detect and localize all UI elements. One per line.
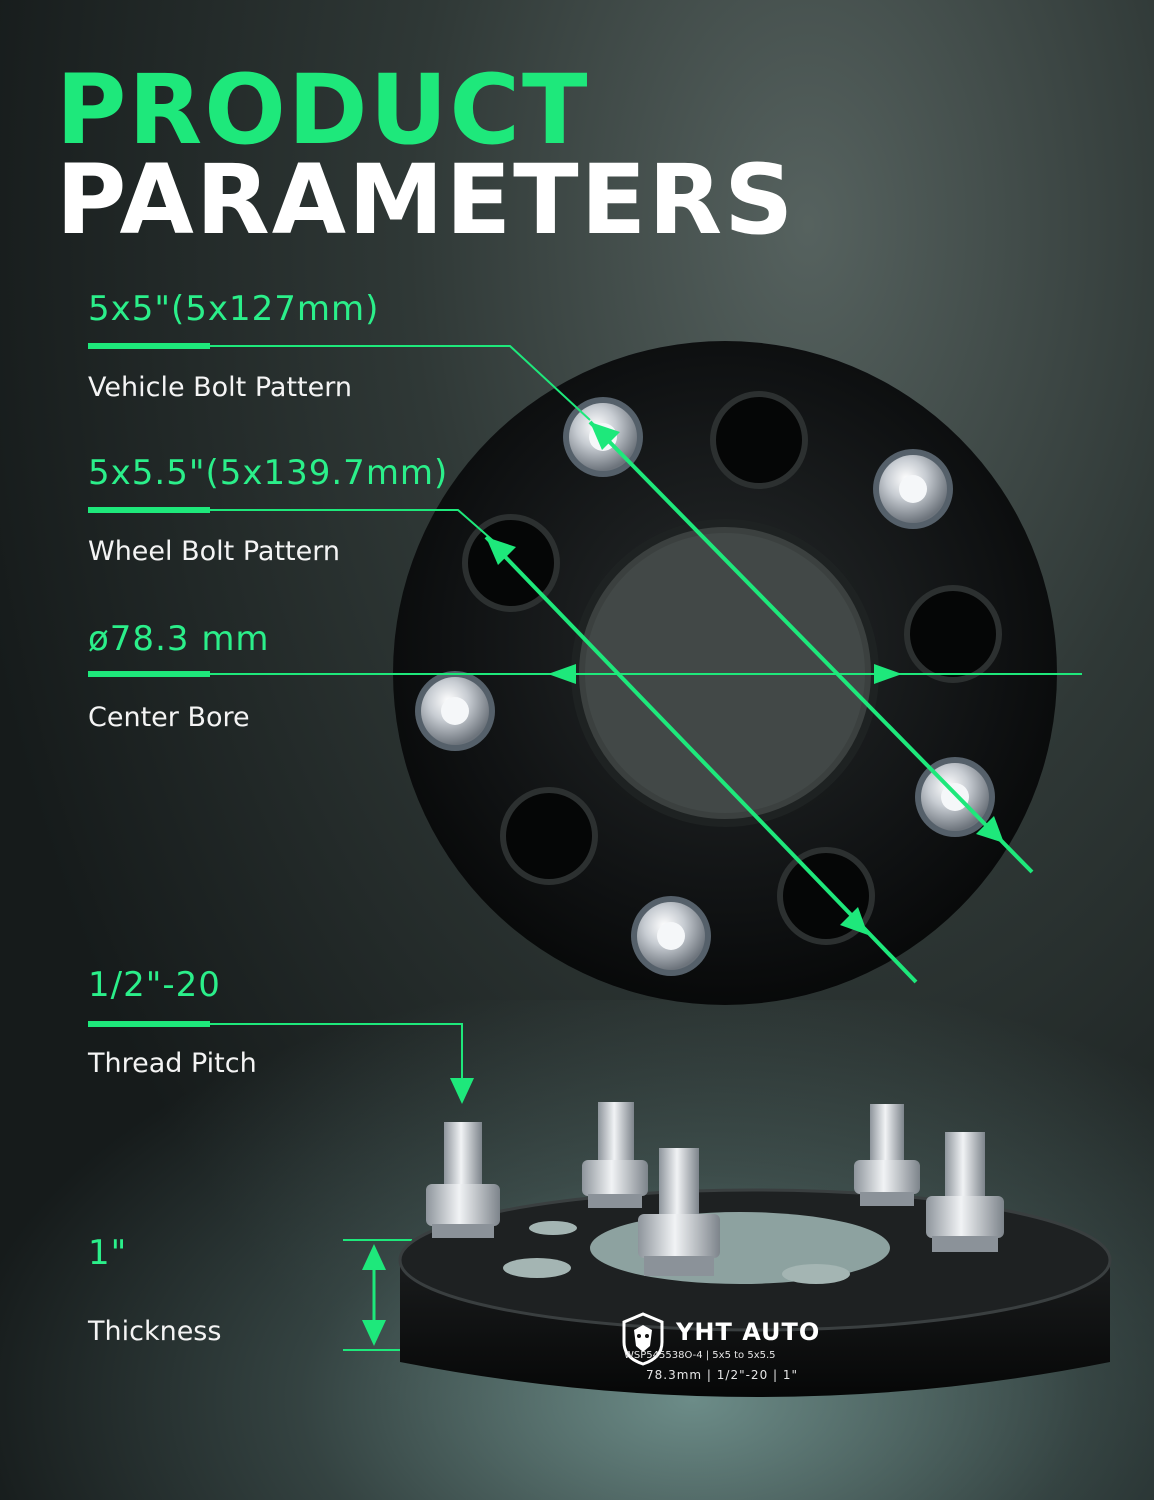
title-line-2: PARAMETERS: [56, 144, 796, 256]
hole: [500, 787, 598, 885]
param-label: Thread Pitch: [88, 1048, 257, 1079]
param-value: 5x5.5"(5x139.7mm): [88, 453, 449, 493]
hole: [904, 585, 1002, 683]
param-value: 1/2"-20: [88, 965, 221, 1005]
lug-nut: [873, 449, 953, 529]
param-label: Center Bore: [88, 702, 250, 733]
leader-lines: [88, 345, 1082, 1351]
side-hole: [529, 1221, 577, 1235]
leader-wheel-bolt: [88, 509, 499, 546]
bolt-pattern-arrows: [484, 420, 1034, 984]
brand-spec: 78.3mm | 1/2"-20 | 1": [646, 1368, 799, 1382]
leader-lines-fill: [88, 343, 210, 1027]
side-hole: [503, 1258, 571, 1278]
wheel-stud: [426, 1122, 500, 1238]
param-thread-pitch: 1/2"-20 Thread Pitch: [88, 968, 508, 1077]
vehicle-pattern-arrow: [588, 420, 1034, 874]
wheel-stud: [854, 1104, 920, 1206]
arrow-head: [486, 537, 516, 565]
lug-nut: [631, 896, 711, 976]
arrow-head: [362, 1244, 386, 1270]
param-value: 5x5"(5x127mm): [88, 289, 380, 329]
leader-bar: [88, 343, 210, 349]
leader-bar: [88, 1021, 210, 1027]
brand-code: WSP545538O-4 | 5x5 to 5x5.5: [624, 1350, 776, 1361]
param-thickness: 1" Thickness: [88, 1236, 508, 1345]
arrow-heads: [362, 422, 1004, 1346]
arrow-head: [976, 816, 1004, 843]
wheel-stud: [638, 1148, 720, 1276]
param-label: Thickness: [88, 1316, 222, 1347]
lion-logo-icon: [622, 1312, 664, 1366]
spacer-side-view: [398, 1102, 1112, 1397]
arrow-head: [362, 1320, 386, 1346]
param-value: 1": [88, 1233, 128, 1273]
param-label: Vehicle Bolt Pattern: [88, 372, 352, 403]
arrow-head: [840, 907, 868, 935]
param-vehicle-bolt-pattern: 5x5"(5x127mm) Vehicle Bolt Pattern: [88, 292, 508, 401]
param-label: Wheel Bolt Pattern: [88, 536, 340, 567]
hole: [710, 391, 808, 489]
lug-nut: [415, 671, 495, 751]
param-center-bore: ø78.3 mm Center Bore: [88, 622, 508, 731]
arrow-head: [450, 1078, 474, 1104]
leader-thread-pitch: [88, 1023, 463, 1090]
side-hole: [782, 1264, 850, 1284]
arrow-head: [590, 422, 620, 450]
leader-bar: [88, 671, 210, 677]
param-wheel-bolt-pattern: 5x5.5"(5x139.7mm) Wheel Bolt Pattern: [88, 456, 508, 565]
leader-bar: [88, 507, 210, 513]
brand-name: YHT AUTO: [676, 1318, 821, 1346]
wheel-stud: [926, 1132, 1004, 1252]
arrow-head: [548, 664, 576, 684]
leader-vehicle-bolt: [88, 345, 591, 421]
wheel-pattern-arrow: [484, 535, 918, 984]
lug-nut: [915, 757, 995, 837]
studs: [426, 1102, 1004, 1276]
arrow-head: [874, 664, 902, 684]
brand-mark: YHT AUTO WSP545538O-4 | 5x5 to 5x5.5 78.…: [620, 1312, 860, 1392]
param-value: ø78.3 mm: [88, 619, 270, 659]
wheel-stud: [582, 1102, 648, 1208]
title-line-1: PRODUCT: [56, 54, 590, 166]
